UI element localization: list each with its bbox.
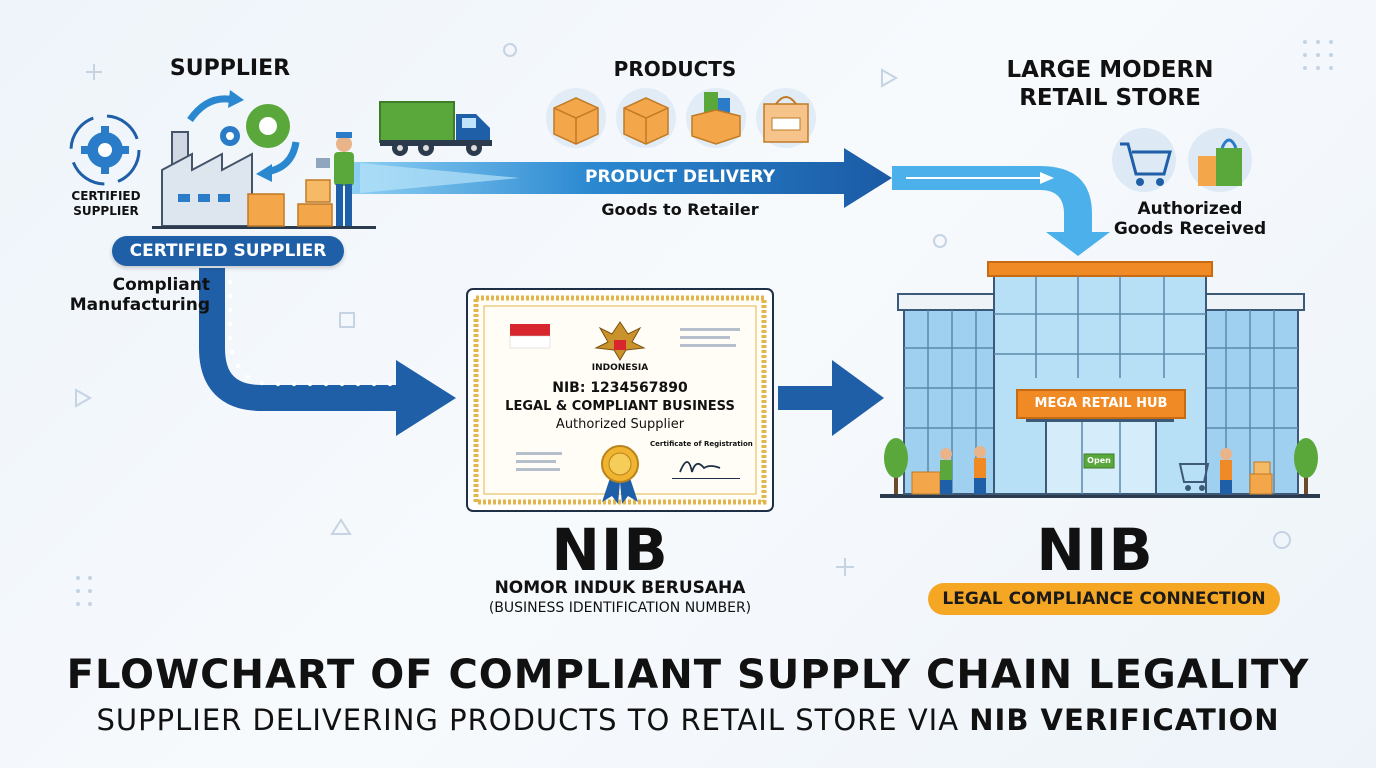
certified-supplier-badge-label: CERTIFIED SUPPLIER bbox=[58, 189, 154, 219]
truck-icon bbox=[379, 101, 492, 156]
store-title-line2: RETAIL STORE bbox=[1019, 85, 1201, 111]
supplier-title: SUPPLIER bbox=[169, 56, 291, 81]
signature bbox=[679, 461, 721, 473]
cycle-arrow-icon bbox=[187, 95, 235, 123]
nib-english-name: (BUSINESS IDENTIFICATION NUMBER) bbox=[488, 600, 752, 616]
compliant-line: Compliant bbox=[112, 275, 210, 295]
subtitle: SUPPLIER DELIVERING PRODUCTS TO RETAIL S… bbox=[0, 703, 1376, 737]
gears-icon bbox=[220, 104, 290, 148]
subtitle-plain: SUPPLIER DELIVERING PRODUCTS TO RETAIL S… bbox=[96, 703, 970, 737]
products-title: PRODUCTS bbox=[613, 57, 737, 81]
garuda-emblem-icon bbox=[594, 321, 646, 361]
nib-certificate: INDONESIA NIB: 1234567890 LEGAL & COMPLI… bbox=[466, 288, 774, 512]
factory-icon bbox=[152, 131, 376, 229]
store-title-line1: LARGE MODERN bbox=[1006, 57, 1214, 83]
product-delivery-arrow bbox=[350, 148, 892, 208]
workers-with-boxes-icon bbox=[911, 446, 986, 495]
cert-registration: Certificate of Registration bbox=[650, 440, 753, 448]
product-delivery-label: PRODUCT DELIVERY bbox=[584, 167, 776, 187]
shopper-with-cart-icon bbox=[1178, 448, 1273, 495]
legal-compliance-pill: LEGAL COMPLIANCE CONNECTION bbox=[928, 583, 1280, 615]
certified-supplier-pill: CERTIFIED SUPPLIER bbox=[112, 236, 344, 266]
supplier-factory-illustration bbox=[69, 90, 376, 229]
open-sign: Open bbox=[1087, 456, 1111, 465]
open-box-groceries-icon bbox=[686, 88, 746, 148]
shopping-bags-icon bbox=[1188, 128, 1252, 192]
cert-nib-number: NIB: 1234567890 bbox=[552, 380, 688, 396]
box-icon bbox=[546, 88, 606, 148]
manufacturing-line: Manufacturing bbox=[69, 295, 210, 315]
subtitle-bold: NIB VERIFICATION bbox=[969, 703, 1280, 737]
retail-store-building bbox=[880, 261, 1320, 498]
nib-to-store-arrow bbox=[778, 360, 884, 436]
products-icons bbox=[546, 88, 816, 148]
store-sign: MEGA RETAIL HUB bbox=[1016, 389, 1186, 419]
gold-seal-icon bbox=[601, 445, 639, 504]
supplier-line: SUPPLIER bbox=[73, 204, 139, 218]
boxes-icon bbox=[247, 179, 333, 227]
goods-to-retailer-label: Goods to Retailer bbox=[601, 200, 759, 219]
worker-icon bbox=[316, 132, 354, 226]
cert-country: INDONESIA bbox=[591, 363, 649, 373]
authorized-goods-label: Authorized Goods Received bbox=[1100, 199, 1280, 239]
store-title: LARGE MODERN RETAIL STORE bbox=[960, 56, 1260, 112]
certificate-frame bbox=[466, 288, 774, 512]
compliant-manufacturing-label: Compliant Manufacturing bbox=[40, 275, 210, 315]
supplier-to-nib-arrow bbox=[199, 268, 404, 411]
shopping-cart-icon bbox=[1112, 128, 1176, 192]
nib-heading-right: NIB bbox=[1036, 516, 1154, 584]
retail-icons bbox=[1112, 128, 1252, 192]
nib-heading-left: NIB bbox=[551, 516, 669, 584]
tree-icon bbox=[884, 438, 908, 494]
cert-authorized: Authorized Supplier bbox=[555, 417, 685, 432]
cert-legal-line: LEGAL & COMPLIANT BUSINESS bbox=[505, 399, 735, 414]
main-title: FLOWCHART OF COMPLIANT SUPPLY CHAIN LEGA… bbox=[66, 652, 1310, 698]
certified-line: CERTIFIED bbox=[71, 189, 141, 203]
tree-icon bbox=[1294, 438, 1318, 494]
store-delivery-arrow bbox=[892, 166, 1110, 256]
certified-gear-icon bbox=[69, 114, 141, 186]
authorized-line: Authorized bbox=[1137, 199, 1243, 219]
paper-bag-icon bbox=[756, 88, 816, 148]
nib-full-name: NOMOR INDUK BERUSAHA bbox=[494, 578, 746, 598]
goods-received-line: Goods Received bbox=[1113, 219, 1267, 239]
box-icon bbox=[616, 88, 676, 148]
